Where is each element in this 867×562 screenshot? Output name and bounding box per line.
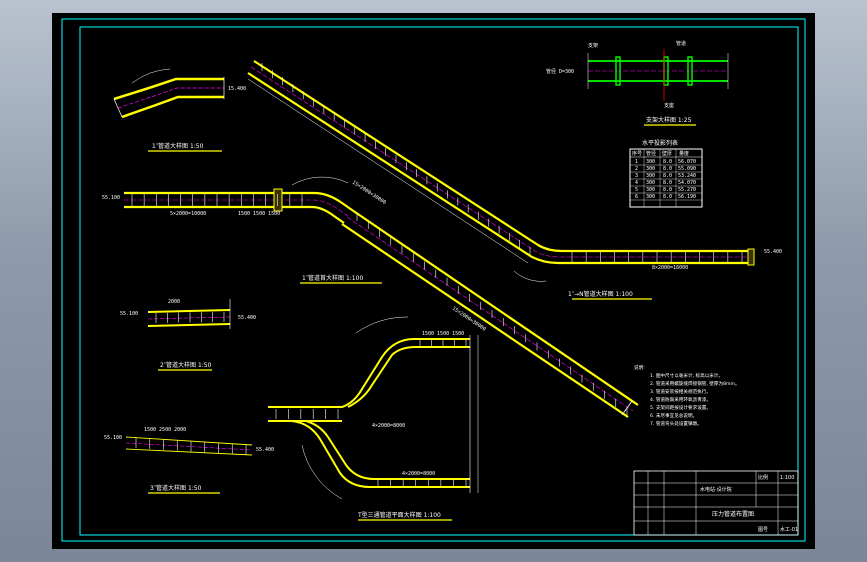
view-1-title: 1″管道大样图 1:50: [152, 142, 204, 150]
view-2-start-elevation: 55.100: [120, 311, 138, 317]
big-run-dim: 8×2000=16000: [652, 265, 688, 271]
view-3-title: 3″管道大样图 1:50: [150, 484, 202, 492]
table-rows: 1 300 8.0 56.070 2 300 8.0 55.090 3 300 …: [635, 159, 696, 200]
title-block-sheet-label: 图号: [758, 527, 768, 533]
table-row: 4: [635, 180, 638, 186]
view-2-dim: 2000: [168, 299, 180, 305]
main-start-elevation: 55.100: [102, 195, 120, 201]
big-right-elevation: 55.400: [764, 249, 782, 255]
diagonal-pipe-lower[interactable]: [341, 209, 639, 418]
view-2-pipe[interactable]: [147, 299, 231, 329]
table-headers: 序号 管径 壁厚 量度: [632, 150, 689, 157]
tee-upper-dim: 4×2000=8000: [372, 423, 405, 429]
cad-drawing-canvas: 15.400 1″管道大样图 1:50 55.100 5×2000=10000 …: [61, 18, 806, 542]
detail-label-top-right: 管道: [676, 40, 686, 47]
table-row: 5: [635, 187, 638, 193]
svg-text:1. 图中尺寸以毫米计, 标高以米计。: 1. 图中尺寸以毫米计, 标高以米计。: [650, 372, 723, 379]
detail-label-top-left: 支架: [588, 42, 598, 49]
view-3-end-elevation: 55.400: [256, 447, 274, 453]
support-detail[interactable]: [587, 49, 729, 101]
title-block-drawing-title: 压力管道布置图: [712, 510, 754, 518]
table-row: 6: [635, 194, 638, 200]
view-2-end-elevation: 55.400: [238, 315, 256, 321]
view-3-start-elevation: 55.100: [104, 435, 122, 441]
main-pipe[interactable]: [124, 188, 353, 224]
main-dims: 1500 1500 1500: [238, 211, 280, 217]
svg-text:300: 300: [646, 187, 655, 193]
diagonal-run-dim: 15×2000=30000: [351, 180, 387, 206]
outer-frame: [61, 18, 806, 542]
svg-text:8.0: 8.0: [663, 187, 672, 193]
view-detail-title: 支架大样图 1:25: [646, 116, 692, 124]
svg-text:300: 300: [646, 180, 655, 186]
view-t-title: T型三通管道平面大样图 1:100: [357, 511, 441, 519]
detail-label-left: 管径 D=300: [546, 68, 574, 75]
svg-text:3. 管道安装按相关规范执行。: 3. 管道安装按相关规范执行。: [650, 388, 711, 395]
svg-text:管径: 管径: [646, 150, 656, 157]
title-block: [633, 470, 799, 536]
svg-text:8.0: 8.0: [663, 194, 672, 200]
title-block-sheet-value: 水工-01: [780, 526, 798, 533]
svg-text:8.0: 8.0: [663, 173, 672, 179]
svg-text:7. 管道弯头处设置镇墩。: 7. 管道弯头处设置镇墩。: [650, 420, 702, 427]
svg-text:5. 支架间距按设计要求设置。: 5. 支架间距按设计要求设置。: [650, 404, 711, 411]
svg-text:8.0: 8.0: [663, 180, 672, 186]
table-row: 1: [635, 159, 638, 165]
svg-text:300: 300: [646, 194, 655, 200]
svg-text:4. 管道防腐采用环氧沥青漆。: 4. 管道防腐采用环氧沥青漆。: [650, 396, 711, 403]
svg-text:56.190: 56.190: [678, 194, 696, 200]
view-main-title: 1″管道首大样图 1:100: [302, 274, 363, 282]
svg-text:8.0: 8.0: [663, 166, 672, 172]
view-1-elevation: 15.400: [228, 86, 246, 92]
svg-text:55.270: 55.270: [678, 187, 696, 193]
svg-text:8.0: 8.0: [663, 159, 672, 165]
title-block-scale-value: 1:100: [780, 475, 794, 481]
svg-text:壁厚: 壁厚: [662, 150, 672, 157]
svg-text:6. 未尽事宜见总说明。: 6. 未尽事宜见总说明。: [650, 412, 697, 419]
svg-text:300: 300: [646, 173, 655, 179]
tee-dims: 1500 1500 1500: [422, 331, 464, 337]
svg-text:说明:: 说明:: [634, 364, 645, 371]
view-3-dims: 1500 2500 2000: [144, 427, 186, 433]
svg-text:53.240: 53.240: [678, 173, 696, 179]
cad-viewport[interactable]: 15.400 1″管道大样图 1:50 55.100 5×2000=10000 …: [52, 13, 815, 549]
detail-label-bottom: 支座: [664, 102, 674, 109]
svg-text:56.070: 56.070: [678, 159, 696, 165]
pipe-support-ticks: [131, 63, 743, 487]
view-3-pipe[interactable]: [125, 436, 253, 456]
tee-lower-dim: 4×2000=8000: [402, 471, 435, 477]
tee-pipe[interactable]: [268, 335, 479, 493]
diagonal-pipe-upper[interactable]: [247, 60, 755, 266]
notes-block: 说明: 1. 图中尺寸以毫米计, 标高以米计。 2. 管道采用螺旋缝焊接钢管, …: [634, 364, 740, 427]
view-big-title: 1″→N管道大样图 1:100: [568, 290, 633, 298]
view-2-title: 2″管道大样图 1:50: [160, 361, 212, 369]
table-row: 2: [635, 166, 638, 172]
svg-text:55.090: 55.090: [678, 166, 696, 172]
projection-table: [629, 148, 703, 208]
svg-text:2. 管道采用螺旋缝焊接钢管, 壁厚为8mm。: 2. 管道采用螺旋缝焊接钢管, 壁厚为8mm。: [650, 380, 740, 387]
title-block-project: 水电站·设计院: [700, 486, 732, 493]
svg-text:量度: 量度: [679, 150, 689, 157]
svg-text:序号: 序号: [632, 150, 642, 157]
title-block-scale-label: 比例: [758, 474, 768, 481]
svg-text:54.070: 54.070: [678, 180, 696, 186]
main-segment-dim: 5×2000=10000: [170, 211, 206, 217]
inner-frame: [79, 26, 799, 536]
svg-text:300: 300: [646, 166, 655, 172]
table-row: 3: [635, 173, 638, 179]
table-caption: 水平投影列表: [642, 139, 678, 147]
svg-text:300: 300: [646, 159, 655, 165]
view-1-pipe[interactable]: [113, 68, 225, 119]
